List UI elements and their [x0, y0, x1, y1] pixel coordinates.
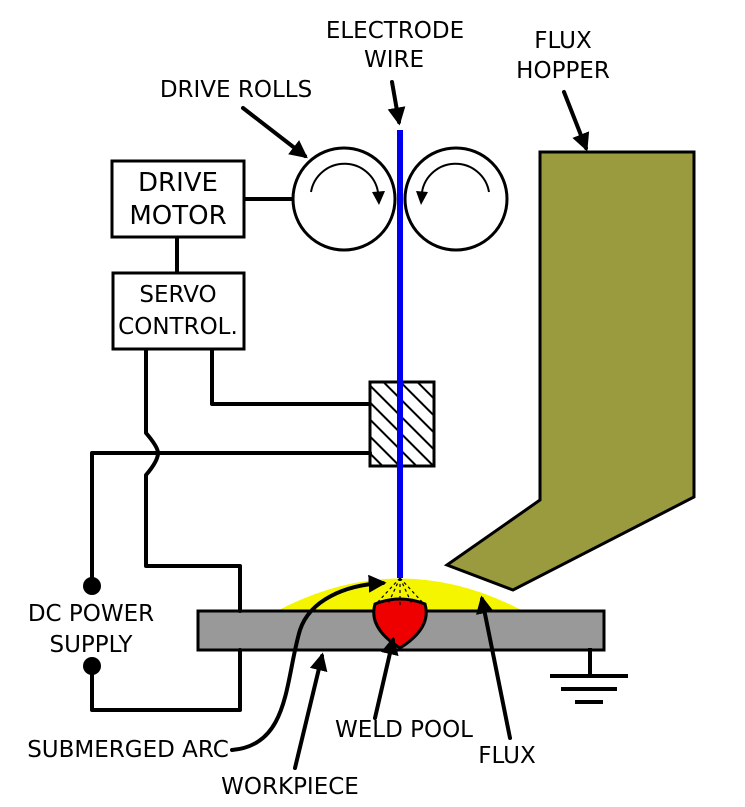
workpiece-label: WORKPIECE — [221, 774, 359, 800]
drive-rolls-label: DRIVE ROLLS — [160, 77, 312, 103]
flux-arrow — [476, 595, 512, 740]
drive-rolls-arrow — [241, 106, 308, 159]
workpiece-arrow — [293, 652, 328, 770]
rotation-ccw-icon — [421, 162, 490, 193]
servo-to-contact-wire — [210, 347, 372, 406]
servo-control-label-line1: SERVO — [139, 282, 216, 308]
supply-to-workpiece-wire — [90, 648, 242, 712]
flux-hopper-label-line1: FLUX — [534, 28, 592, 54]
dc-power-supply-label-line1: DC POWER — [28, 601, 154, 627]
flux-hopper-arrow — [562, 90, 590, 152]
drive-motor-box — [110, 159, 246, 239]
servo-control-label-line2: CONTROL. — [118, 314, 238, 340]
servo-to-workpiece-wire — [144, 347, 242, 613]
dc-terminal-positive — [83, 577, 101, 595]
contact-to-supply-wire — [90, 451, 372, 588]
drive-rolls — [291, 146, 509, 252]
dc-terminal-negative — [83, 657, 101, 675]
submerged-arc-arrow — [230, 574, 387, 752]
ground-symbol — [550, 648, 628, 704]
electrode-wire-arrow — [387, 80, 406, 126]
weld-pool-arrow — [373, 636, 399, 720]
servo-control-box — [111, 271, 246, 351]
flux-hopper-label-line2: HOPPER — [516, 58, 610, 84]
electrode-wire-label-line2: WIRE — [364, 47, 424, 73]
arc-sparks — [375, 577, 425, 606]
drive-motor-label-line1: DRIVE — [138, 168, 218, 198]
rotation-cw-icon — [310, 162, 379, 193]
electrode-wire-label-line1: ELECTRODE — [326, 18, 464, 44]
flux-hopper — [443, 150, 696, 592]
weld-pool-label: WELD POOL — [335, 717, 473, 743]
drive-motor-label-line2: MOTOR — [129, 201, 226, 231]
dc-power-supply-label-line2: SUPPLY — [50, 632, 134, 658]
flux-mound — [275, 578, 525, 612]
submerged-arc-label: SUBMERGED ARC — [27, 737, 229, 763]
flux-label: FLUX — [478, 743, 536, 769]
